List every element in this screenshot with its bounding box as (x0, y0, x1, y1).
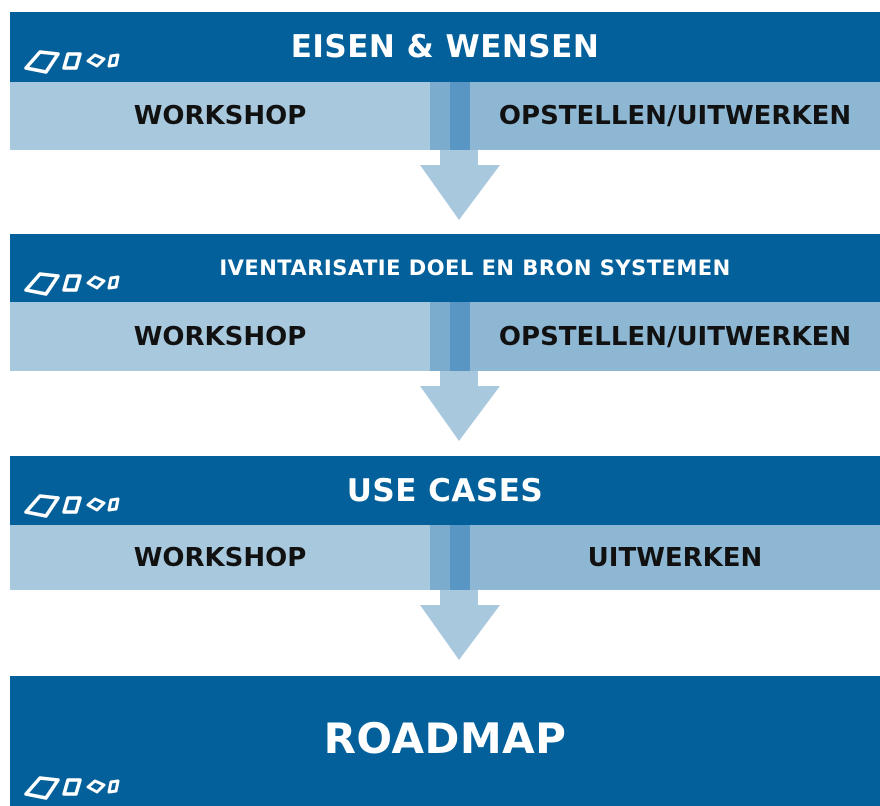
step-3-right-label: UITWERKEN (587, 542, 763, 573)
logo-icon (24, 494, 120, 518)
step-2-title: IVENTARISATIE DOEL EN BRON SYSTEMEN (219, 256, 731, 280)
step-3-left: WORKSHOP (10, 525, 430, 590)
down-arrow-icon (420, 590, 500, 660)
step-2-right: OPSTELLEN/UITWERKEN (470, 302, 880, 371)
down-arrow-icon (420, 371, 500, 441)
step-1-tasks: WORKSHOP OPSTELLEN/UITWERKEN (10, 82, 880, 150)
step-1-title: EISEN & WENSEN (290, 29, 600, 65)
step-3-header: USE CASES (10, 456, 880, 525)
center-divider (430, 525, 470, 590)
center-divider (430, 302, 470, 371)
step-3-left-label: WORKSHOP (133, 542, 307, 573)
step-4-title: ROADMAP (323, 714, 567, 763)
step-2-left-label: WORKSHOP (133, 321, 307, 352)
step-1-right-label: OPSTELLEN/UITWERKEN (498, 101, 852, 131)
step-2-left: WORKSHOP (10, 302, 430, 371)
logo-icon (24, 272, 120, 296)
step-3-tasks: WORKSHOP UITWERKEN (10, 525, 880, 590)
logo-icon (24, 776, 120, 800)
center-divider (430, 82, 470, 150)
step-3-right: UITWERKEN (470, 525, 880, 590)
step-1-left: WORKSHOP (10, 82, 430, 150)
step-1-header: EISEN & WENSEN (10, 12, 880, 82)
logo-icon (24, 50, 120, 74)
step-1-left-label: WORKSHOP (133, 101, 307, 131)
step-1-right: OPSTELLEN/UITWERKEN (470, 82, 880, 150)
down-arrow-icon (420, 150, 500, 220)
step-4-header: ROADMAP (10, 676, 880, 806)
step-3-title: USE CASES (346, 472, 544, 509)
step-2-right-label: OPSTELLEN/UITWERKEN (498, 321, 852, 352)
step-2-header: IVENTARISATIE DOEL EN BRON SYSTEMEN (10, 234, 880, 302)
step-2-tasks: WORKSHOP OPSTELLEN/UITWERKEN (10, 302, 880, 371)
